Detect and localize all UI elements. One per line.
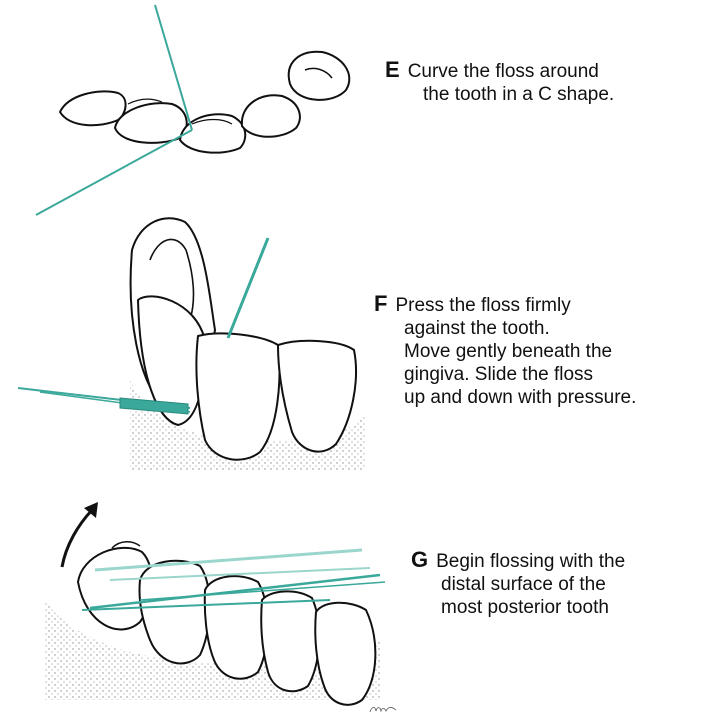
step-text-line: up and down with pressure. bbox=[374, 386, 636, 409]
posterior-teeth-floss-illustration bbox=[45, 502, 385, 705]
step-f-instruction: F Press the floss firmly against the toot… bbox=[374, 292, 636, 409]
tooth-g-5 bbox=[315, 603, 375, 705]
step-letter: E bbox=[385, 57, 400, 82]
tooth-e-5 bbox=[289, 52, 350, 100]
step-text-line: against the tooth. bbox=[374, 317, 636, 340]
step-text-line: the tooth in a C shape. bbox=[385, 83, 614, 106]
step-text-line: Move gently beneath the bbox=[374, 340, 636, 363]
artist-signature bbox=[368, 703, 398, 715]
step-text-line: gingiva. Slide the floss bbox=[374, 363, 636, 386]
step-text-line: Begin flossing with the bbox=[436, 551, 625, 572]
tooth-e-1 bbox=[60, 91, 126, 125]
step-g-instruction: G Begin flossing with the distal surface … bbox=[411, 548, 625, 619]
tooth-arch-floss-c-shape-illustration bbox=[60, 52, 349, 153]
arrow-up-icon bbox=[62, 502, 98, 567]
step-letter: F bbox=[374, 291, 387, 316]
step-letter: G bbox=[411, 547, 428, 572]
step-text-line: most posterior tooth bbox=[411, 596, 625, 619]
step-text-line: Curve the floss around bbox=[408, 61, 599, 82]
tooth-g-4 bbox=[261, 591, 319, 691]
step-text-line: Press the floss firmly bbox=[395, 295, 570, 316]
tooth-e-4 bbox=[242, 95, 300, 137]
step-e-instruction: E Curve the floss around the tooth in a C… bbox=[385, 58, 614, 106]
step-text-line: distal surface of the bbox=[411, 573, 625, 596]
tooth-f-main bbox=[196, 333, 279, 459]
tooth-gingiva-floss-press-illustration bbox=[18, 218, 366, 470]
